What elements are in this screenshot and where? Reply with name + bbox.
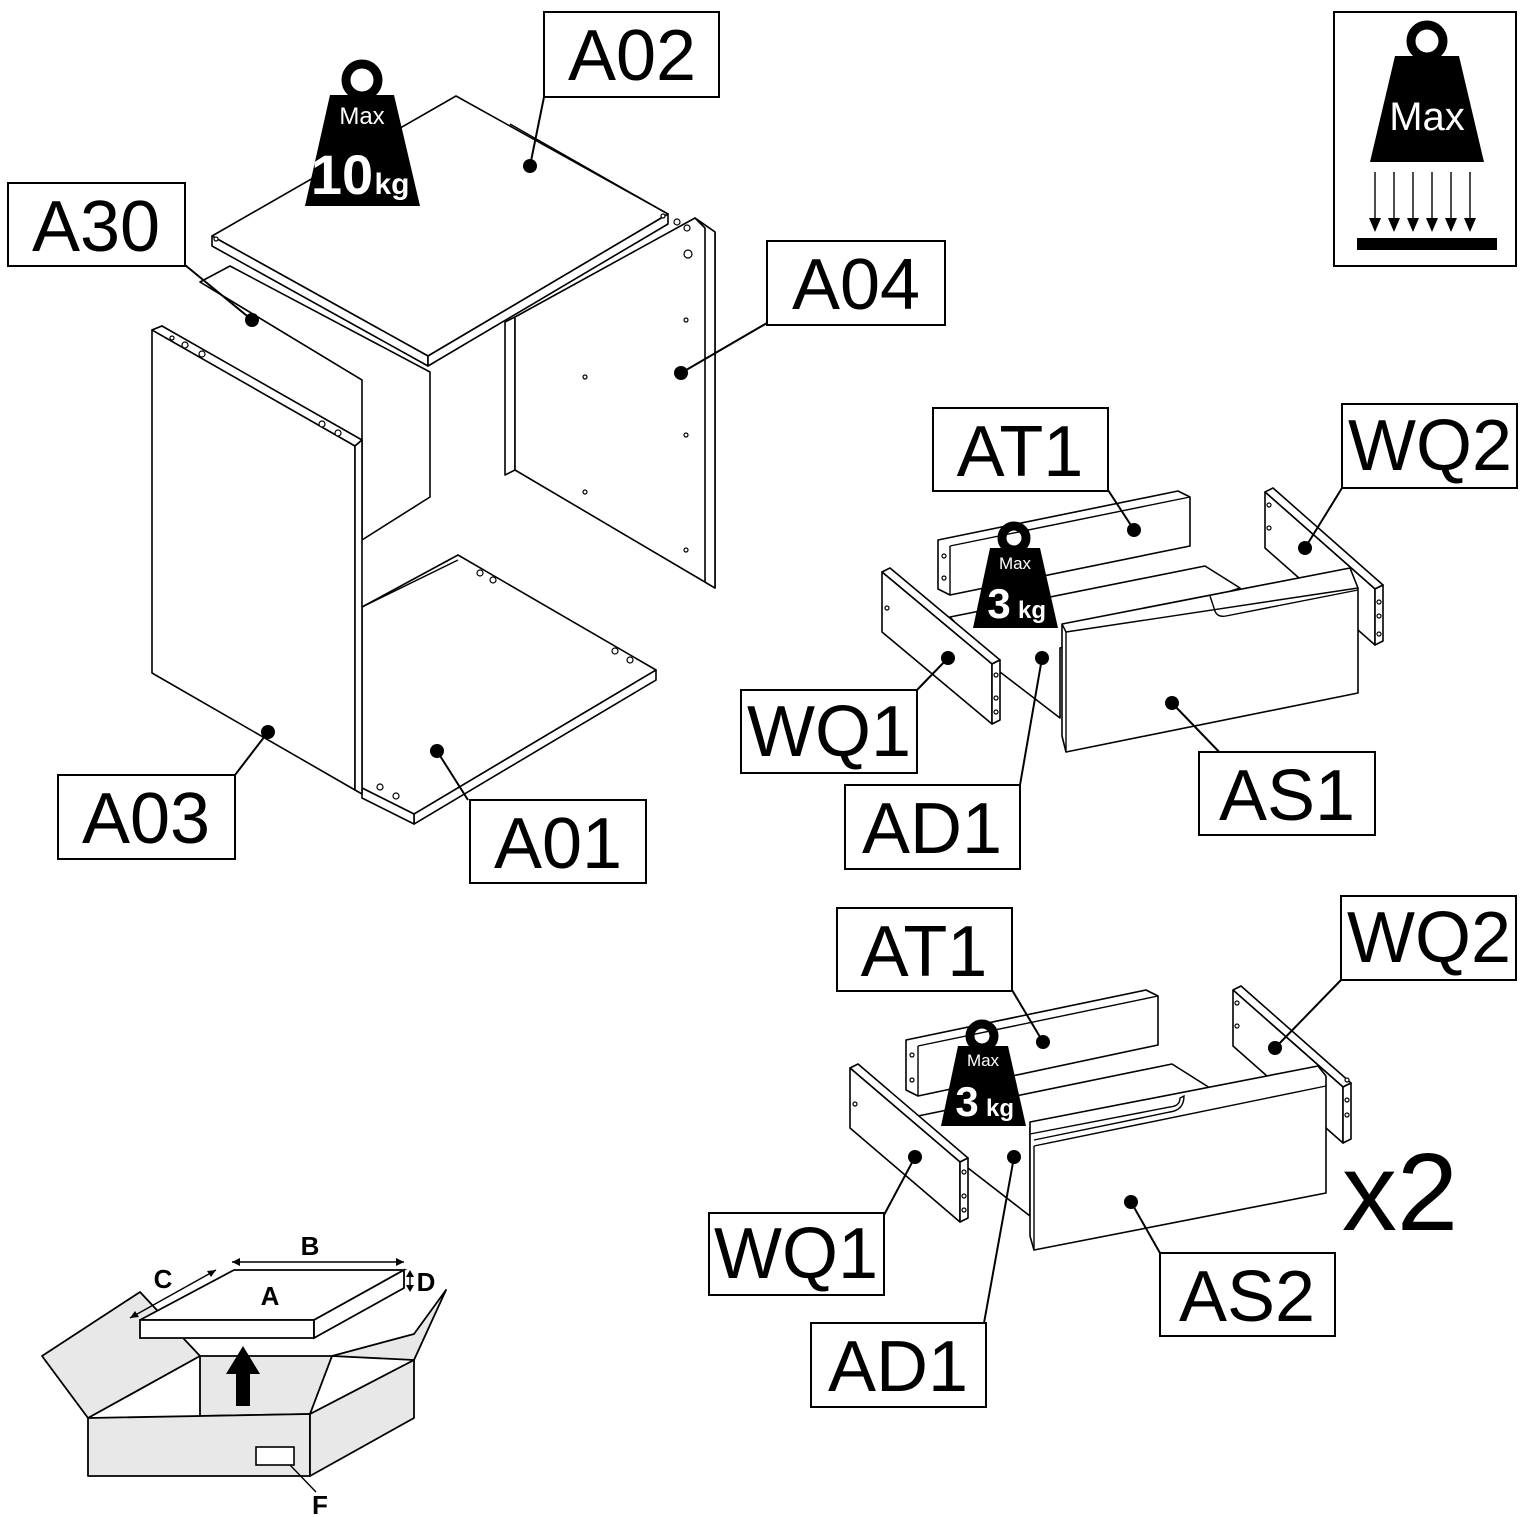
- drawer-2-exploded-view: [849, 985, 1352, 1251]
- weight-drawer1-unit: kg: [1018, 597, 1046, 624]
- label-drawer2-wq2: WQ2: [1340, 895, 1517, 981]
- label-a01: A01: [469, 799, 647, 884]
- weight-10kg-icon: Max 10 kg: [305, 59, 420, 206]
- max-load-legend: Max: [1333, 11, 1517, 267]
- label-drawer2-ad1: AD1: [810, 1322, 987, 1408]
- label-a02: A02: [543, 11, 720, 98]
- label-drawer1-wq1: WQ1: [740, 689, 918, 774]
- drawer2-weight-3kg-icon: Max 3 kg: [941, 1019, 1026, 1126]
- weight-cabinet-value: 10: [311, 143, 373, 206]
- drawer2-side-wq1: [849, 1063, 969, 1223]
- dimension-c-label: C: [154, 1264, 173, 1294]
- weight-drawer2-value: 3: [955, 1078, 978, 1125]
- legend-max-text: Max: [1389, 95, 1465, 139]
- label-a01-text: A01: [494, 804, 622, 884]
- label-a30-text: A30: [32, 187, 160, 267]
- drawer-1-exploded-view: [881, 487, 1384, 753]
- label-a03: A03: [57, 774, 236, 860]
- quantity-multiplier: x2: [1342, 1131, 1458, 1254]
- cabinet-exploded-view: [151, 95, 716, 825]
- label-drawer1-wq1-text: WQ1: [747, 692, 911, 772]
- label-drawer2-as2-text: AS2: [1179, 1257, 1315, 1337]
- label-drawer1-at1-text: AT1: [957, 412, 1084, 492]
- weight-cabinet-unit: kg: [374, 168, 409, 201]
- panel-a30: [199, 265, 431, 541]
- cabinet-leaders: [184, 96, 768, 801]
- weight-drawer1-value: 3: [987, 580, 1010, 627]
- label-drawer2-as2: AS2: [1159, 1252, 1336, 1337]
- drawer2-front-as2: [1029, 1065, 1327, 1251]
- label-drawer1-as1-text: AS1: [1219, 756, 1355, 836]
- dimension-b-label: B: [301, 1231, 320, 1261]
- label-drawer1-wq2-text: WQ2: [1348, 406, 1512, 486]
- dimension-a-label: A: [261, 1281, 280, 1311]
- label-a30: A30: [7, 182, 186, 267]
- label-drawer1-ad1-text: AD1: [862, 789, 1002, 869]
- panel-a03: [151, 325, 363, 795]
- weight-drawer2-max: Max: [967, 1051, 1000, 1070]
- drawer2-leaders: [883, 979, 1342, 1324]
- label-a04-text: A04: [792, 245, 920, 325]
- label-drawer2-at1-text: AT1: [861, 912, 988, 992]
- label-a03-text: A03: [82, 779, 210, 859]
- dimension-d-label: D: [417, 1267, 436, 1297]
- label-drawer1-as1: AS1: [1198, 751, 1376, 836]
- package-illustration: B C D A F: [41, 1231, 447, 1517]
- label-drawer1-wq2: WQ2: [1341, 403, 1518, 489]
- panel-a01: [361, 554, 657, 825]
- weight-cabinet-max: Max: [339, 103, 384, 130]
- package-label-f-area: [255, 1446, 295, 1466]
- label-drawer1-at1: AT1: [932, 407, 1109, 492]
- weight-drawer1-max: Max: [999, 554, 1032, 573]
- label-drawer2-wq1: WQ1: [708, 1212, 885, 1296]
- panel-a04: [504, 217, 716, 589]
- drawer1-leaders: [916, 487, 1343, 786]
- package-f-label: F: [312, 1490, 328, 1517]
- weight-drawer2-unit: kg: [986, 1095, 1014, 1122]
- drawer1-front-as1: [1061, 567, 1359, 753]
- drawer1-side-wq1: [881, 567, 1001, 725]
- label-drawer2-at1: AT1: [836, 907, 1013, 992]
- arrow-up-icon: [226, 1346, 260, 1406]
- label-a02-text: A02: [568, 16, 696, 96]
- label-drawer2-wq1-text: WQ1: [714, 1214, 878, 1294]
- label-drawer1-ad1: AD1: [844, 784, 1021, 870]
- drawer1-weight-3kg-icon: Max 3 kg: [973, 521, 1058, 628]
- label-drawer2-ad1-text: AD1: [828, 1327, 968, 1407]
- label-drawer2-wq2-text: WQ2: [1347, 898, 1511, 978]
- label-a04: A04: [766, 240, 946, 326]
